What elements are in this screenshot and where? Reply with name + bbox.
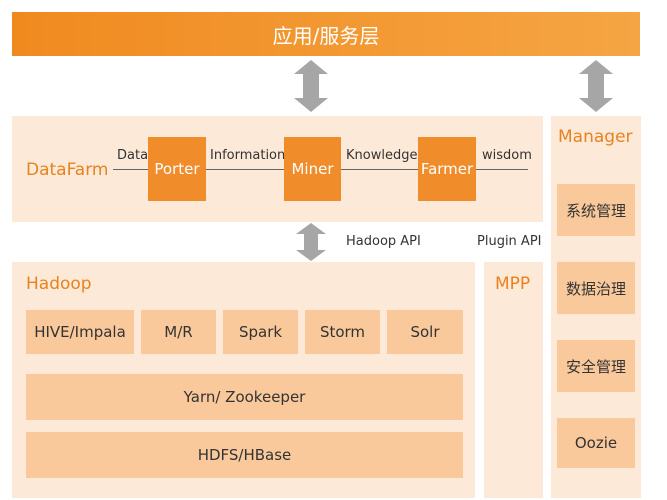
module-solr: Solr xyxy=(387,310,463,354)
module-mr: M/R xyxy=(141,310,216,354)
manager-item-security: 安全管理 xyxy=(557,340,635,392)
porter-box: Porter xyxy=(148,137,206,201)
double-arrow-icon xyxy=(294,60,328,112)
module-hive-impala: HIVE/Impala xyxy=(26,310,134,354)
double-arrow-icon xyxy=(579,60,613,112)
manager-title: Manager xyxy=(558,127,633,147)
application-service-layer-bar: 应用/服务层 xyxy=(12,12,640,56)
flow-label-knowledge: Knowledge xyxy=(346,148,418,163)
flow-label-wisdom: wisdom xyxy=(482,148,532,163)
manager-item-data-governance: 数据治理 xyxy=(557,262,635,314)
module-spark: Spark xyxy=(223,310,298,354)
hadoop-title: Hadoop xyxy=(26,274,92,294)
hdfs-hbase-box: HDFS/HBase xyxy=(26,432,463,478)
yarn-zookeeper-box: Yarn/ Zookeeper xyxy=(26,374,463,420)
module-storm: Storm xyxy=(305,310,380,354)
manager-item-system: 系统管理 xyxy=(557,184,635,236)
datafarm-title: DataFarm xyxy=(26,160,109,180)
farmer-box: Farmer xyxy=(418,137,476,201)
miner-box: Miner xyxy=(284,137,341,201)
plugin-api-label: Plugin API xyxy=(477,234,542,249)
mpp-title: MPP xyxy=(495,274,531,294)
flow-label-data: Data xyxy=(117,148,149,163)
mpp-panel xyxy=(484,262,543,498)
double-arrow-icon xyxy=(294,223,328,261)
flow-label-information: Information xyxy=(210,148,286,163)
manager-item-oozie: Oozie xyxy=(557,418,635,468)
hadoop-api-label: Hadoop API xyxy=(346,234,421,249)
